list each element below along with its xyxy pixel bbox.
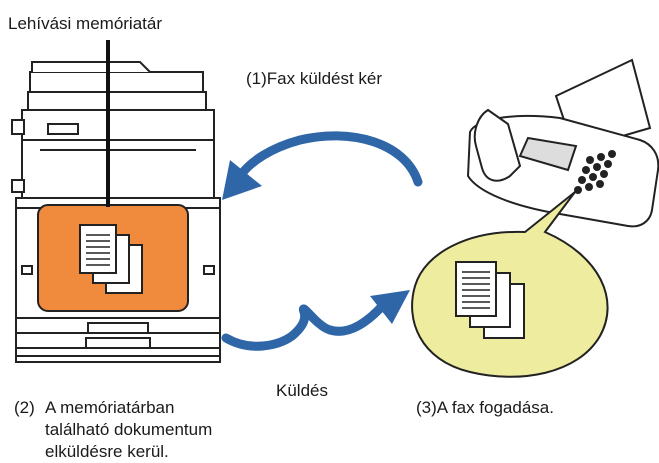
received-document-icon (455, 261, 525, 339)
send-label: Küldés (276, 381, 328, 400)
send-arrow (221, 290, 410, 351)
memory-box-label: Lehívási memóriatár (8, 14, 163, 33)
step1-label: (1)Fax küldést kér (246, 69, 383, 88)
request-arrow (222, 131, 423, 200)
step3-label: (3)A fax fogadása. (416, 398, 554, 417)
step2-line: elküldésre kerül. (45, 442, 169, 461)
fax-machine (466, 58, 659, 228)
step2-line: található dokumentum (45, 420, 213, 439)
stored-document-icon (79, 224, 143, 294)
step2-label: A memóriatárban található dokumentum elk… (45, 397, 212, 463)
fax-keypad (574, 150, 616, 194)
step2-line: A memóriatárban (45, 398, 175, 417)
step2-number: (2) (14, 398, 35, 417)
